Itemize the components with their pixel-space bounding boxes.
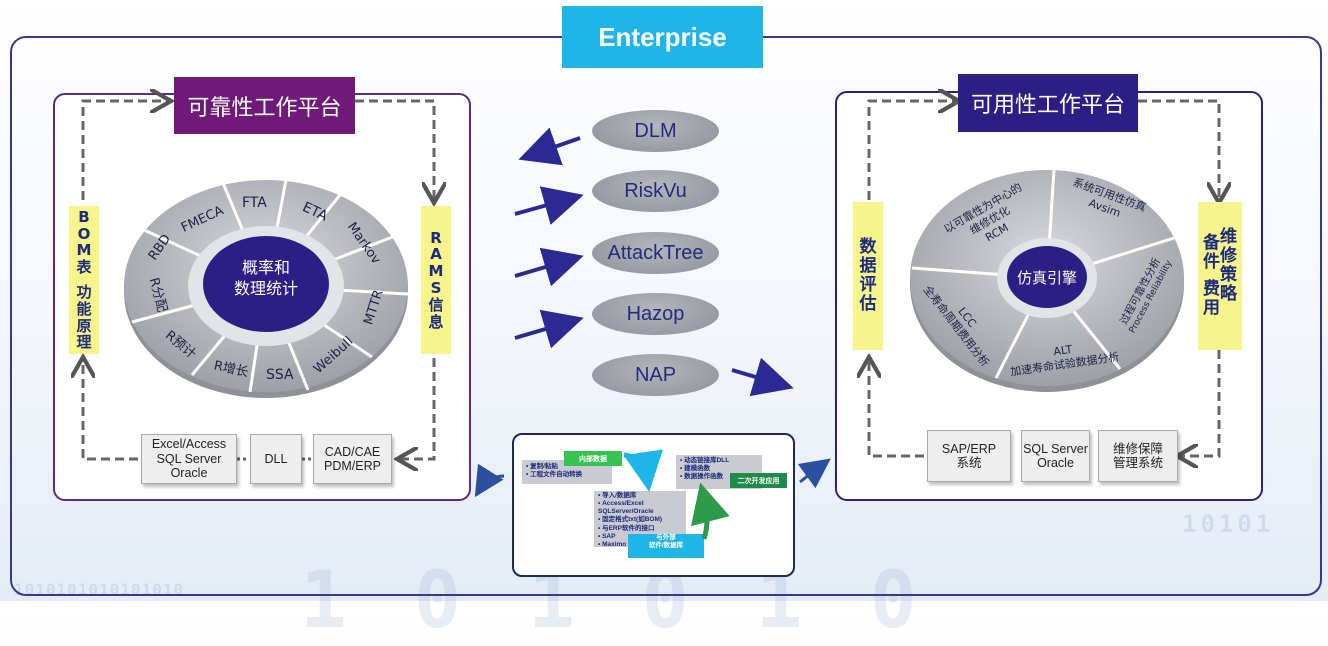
probability-statistics-hub: 概率和 数理统计 — [203, 258, 329, 300]
database-box-dll: DLL — [250, 434, 302, 484]
database-box-sqlserver: SQL Server Oracle — [1021, 430, 1090, 482]
label-char: 据 — [859, 255, 877, 276]
label-char: O — [77, 224, 91, 243]
segment-ssa: SSA — [266, 367, 294, 383]
data-integration-box: • 复制/粘贴 • 工程文件自动转换 内部数据 • 导入/数据库 • Acces… — [512, 433, 795, 577]
maintenance-strategy-column: 维 修 策 略 — [1220, 226, 1237, 305]
database-box-sap: SAP/ERP 系统 — [927, 430, 1011, 482]
copy-paste-items: • 复制/粘贴 • 工程文件自动转换 — [526, 463, 583, 479]
spares-cost-column: 备 件 费 用 — [1203, 232, 1220, 319]
label-char: 能 — [76, 299, 92, 318]
segment-fta: FTA — [242, 195, 267, 211]
label-char: 略 — [1220, 284, 1237, 305]
label-char: M — [76, 241, 92, 260]
database-box-excel: Excel/Access SQL Server Oracle — [141, 434, 237, 484]
label-char: 修 — [1220, 245, 1237, 266]
label-char: 策 — [1220, 265, 1237, 285]
label-char: A — [430, 245, 442, 264]
label-char: S — [430, 279, 442, 297]
label-char: R — [430, 228, 442, 247]
right-flow-arrows — [0, 0, 1328, 601]
tool-dlm: DLM — [592, 110, 719, 152]
bom-function-label: B O M 表 功 能 原 理 — [69, 206, 99, 354]
reliability-platform-title: 可靠性工作平台 — [174, 77, 355, 134]
secondary-development-tag: 二次开发应用 — [730, 473, 787, 488]
label-char: 维 — [1220, 226, 1237, 247]
label-char: 信 — [428, 295, 444, 314]
hub-line: 概率和 — [241, 258, 290, 277]
label-char: 评 — [859, 275, 877, 295]
label-char: 数 — [859, 236, 877, 257]
label-char: 备 — [1203, 232, 1220, 253]
label-char: 息 — [428, 312, 444, 331]
tool-riskvu: RiskVu — [592, 170, 719, 212]
spares-maintenance-label: 备 件 费 用 维 修 策 略 — [1198, 202, 1242, 350]
label-char: B — [78, 207, 90, 226]
rams-info-label: R A M S 信 息 — [421, 206, 451, 354]
enterprise-label: Enterprise — [562, 6, 763, 68]
availability-platform-title: 可用性工作平台 — [958, 74, 1138, 132]
label-char: M — [428, 262, 444, 281]
dll-items: • 动态链接库DLL • 建模函数 • 数据操作函数 — [680, 457, 730, 481]
label-char: 理 — [76, 333, 92, 352]
reliability-method-wheel — [124, 179, 409, 398]
import-items: • 导入/数据库 • Access/Excel SQLServer/Oracle… — [598, 492, 663, 548]
simulation-engine-hub: 仿真引擎 — [1016, 269, 1077, 287]
internal-data-tag: 内部数据 — [564, 451, 622, 466]
database-box-cad: CAD/CAE PDM/ERP — [313, 434, 392, 484]
label-char: 件 — [1203, 251, 1220, 272]
data-evaluation-label: 数 据 评 估 — [853, 202, 883, 350]
simulation-engine-wheel — [910, 169, 1184, 392]
watermark-digits: 10101 — [1182, 510, 1275, 538]
integration-arrows — [623, 449, 730, 540]
external-software-tag: 与外部 软件/数据库 — [628, 534, 704, 558]
tool-nap: NAP — [592, 354, 719, 396]
label-char: 功 — [76, 283, 92, 301]
label-char: 估 — [859, 294, 877, 315]
database-box-maintenance: 维修保障 管理系统 — [1098, 430, 1178, 482]
label-char: 用 — [1203, 298, 1220, 319]
tool-hazop: Hazop — [592, 293, 719, 335]
tool-connection-arrows — [474, 127, 831, 498]
hub-line: 数理统计 — [233, 278, 298, 298]
label-char: 费 — [1203, 279, 1220, 299]
tool-attacktree: AttackTree — [592, 232, 719, 274]
label-char: 原 — [76, 316, 92, 335]
label-char: 表 — [76, 258, 92, 277]
